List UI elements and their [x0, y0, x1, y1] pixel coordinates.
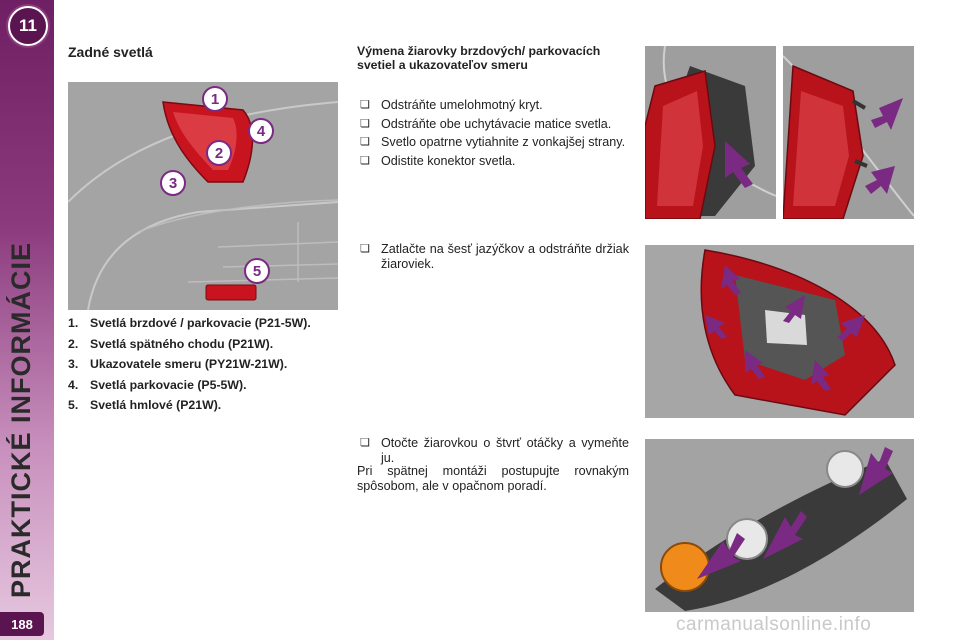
- list-item: ❏Zatlačte na šesť jazýčkov a odstráňte d…: [357, 242, 629, 271]
- reassembly-note: Pri spätnej montáži postupujte rovnakým …: [357, 464, 629, 493]
- lamp-removal-photo-left: [645, 46, 776, 219]
- section-title: Zadné svetlá: [68, 44, 153, 60]
- list-item: 3.Ukazovatele smeru (PY21W-21W).: [68, 357, 288, 371]
- callout-3: 3: [160, 170, 186, 196]
- callout-4: 4: [248, 118, 274, 144]
- steps-group-c: ❏Otočte žiarovkou o štvrť otáčky a vymeň…: [357, 436, 629, 469]
- page-number: 188: [0, 612, 44, 636]
- checkbox-bullet-icon: ❏: [360, 243, 370, 255]
- list-item: ❏Svetlo opatrne vytiahnite z vonkajšej s…: [357, 135, 629, 150]
- bulb-replacement-photo: [645, 439, 914, 612]
- steps-group-a: ❏Odstráňte umelohmotný kryt. ❏Odstráňte …: [357, 98, 629, 172]
- chapter-title: PRAKTICKÉ INFORMÁCIE: [6, 242, 36, 598]
- list-item: 2.Svetlá spätného chodu (P21W).: [68, 336, 274, 351]
- rear-lights-illustration: 1 2 3 4 5: [68, 82, 338, 310]
- list-item: ❏Odistite konektor svetla.: [357, 154, 629, 169]
- bulb-holder-tabs-photo: [645, 245, 914, 418]
- callout-5: 5: [244, 258, 270, 284]
- steps-group-b: ❏Zatlačte na šesť jazýčkov a odstráňte d…: [357, 242, 629, 275]
- chapter-number: 11: [19, 16, 37, 35]
- chapter-badge: 11: [8, 6, 48, 46]
- list-item: 1.Svetlá brzdové / parkovacie (P21-5W).: [68, 316, 311, 330]
- checkbox-bullet-icon: ❏: [360, 136, 370, 148]
- checkbox-bullet-icon: ❏: [360, 437, 370, 449]
- list-item: 5.Svetlá hmlové (P21W).: [68, 398, 222, 412]
- watermark: carmanualsonline.info: [676, 614, 872, 635]
- checkbox-bullet-icon: ❏: [360, 154, 370, 167]
- callout-2: 2: [206, 140, 232, 166]
- chapter-sidebar: [0, 0, 54, 640]
- list-item: ❏Odstráňte obe uchytávacie matice svetla…: [357, 117, 629, 132]
- list-item: 4.Svetlá parkovacie (P5-5W).: [68, 377, 247, 392]
- list-item: ❏Otočte žiarovkou o štvrť otáčky a vymeň…: [357, 436, 629, 465]
- checkbox-bullet-icon: ❏: [360, 99, 370, 111]
- list-item: ❏Odstráňte umelohmotný kryt.: [357, 98, 629, 113]
- checkbox-bullet-icon: ❏: [360, 117, 370, 130]
- bulb-list: 1.Svetlá brzdové / parkovacie (P21-5W). …: [68, 316, 336, 419]
- callout-1: 1: [202, 86, 228, 112]
- lamp-removal-photo-right: [783, 46, 914, 219]
- subsection-title: Výmena žiarovky brzdových/ parkovacích s…: [357, 44, 601, 72]
